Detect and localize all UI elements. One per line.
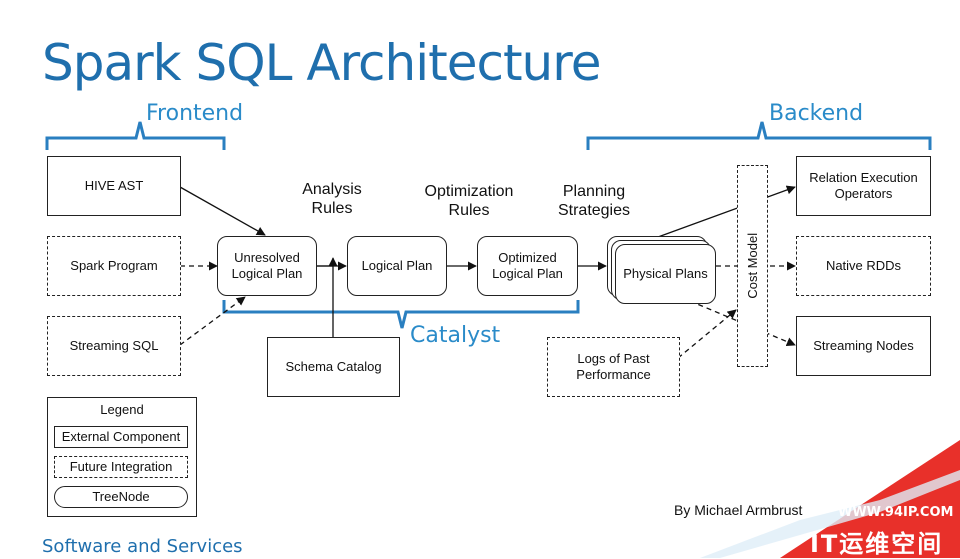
hive-ast-box: HIVE AST xyxy=(47,156,181,216)
watermark-url: WWW.94IP.COM xyxy=(838,505,954,520)
cost-model-label: Cost Model xyxy=(744,233,760,299)
streaming-sql-box: Streaming SQL xyxy=(47,316,181,376)
schema-catalog-box: Schema Catalog xyxy=(267,337,400,397)
analysis-rules-label: Analysis Rules xyxy=(302,181,362,218)
frontend-brace xyxy=(45,121,226,150)
catalyst-brace xyxy=(222,300,580,329)
logs-to-costmodel-arrow xyxy=(677,309,737,359)
legend-frame xyxy=(47,397,197,517)
watermark-name: IT运维空间 xyxy=(810,530,944,558)
streaming-to-unresolved-arrow xyxy=(179,296,246,346)
relation-execution-box: Relation Execution Operators xyxy=(796,156,931,216)
page-title: Spark SQL Architecture xyxy=(42,34,601,92)
catalyst-label: Catalyst xyxy=(410,323,501,348)
unresolved-logical-plan-node: Unresolved Logical Plan xyxy=(217,236,317,296)
backend-label: Backend xyxy=(769,101,864,126)
frontend-label: Frontend xyxy=(146,101,244,126)
backend-brace xyxy=(586,121,932,150)
footer-text: Software and Services xyxy=(42,536,243,557)
physical-to-relation-arrow xyxy=(657,185,796,238)
spark-program-box: Spark Program xyxy=(47,236,181,296)
planning-strategies-label: Planning Strategies xyxy=(557,183,631,220)
legend-title: Legend xyxy=(100,402,144,417)
legend-future-integration: Future Integration xyxy=(54,456,188,478)
optimized-logical-plan-node: Optimized Logical Plan xyxy=(477,236,578,296)
native-rdds-box: Native RDDs xyxy=(796,236,931,296)
streaming-nodes-box: Streaming Nodes xyxy=(796,316,931,376)
physical-plans-node: Physical Plans xyxy=(615,244,716,304)
legend-treenode: TreeNode xyxy=(54,486,188,508)
author-credit: By Michael Armbrust xyxy=(674,502,803,518)
optimization-rules-label: Optimization Rules xyxy=(424,183,514,220)
watermark-ribbon xyxy=(780,440,960,558)
logical-plan-node: Logical Plan xyxy=(347,236,447,296)
logs-past-performance-box: Logs of Past Performance xyxy=(547,337,680,397)
cost-model-box: Cost Model xyxy=(737,165,768,367)
hive-to-unresolved-arrow xyxy=(179,186,266,236)
legend-external-component: External Component xyxy=(54,426,188,448)
